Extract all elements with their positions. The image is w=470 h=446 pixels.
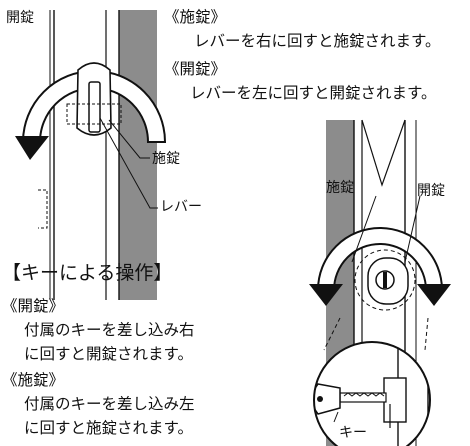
key-operation-title: 【キーによる操作】 (2, 262, 173, 284)
key-label: キー (339, 425, 367, 441)
unlock-label-cylinder: 開錠 (417, 183, 445, 199)
key-lock-line2: に回すと施錠されます。 (24, 419, 193, 437)
key-lock-line1: 付属のキーを差し込み左 (24, 395, 195, 413)
lever-knob (88, 81, 101, 133)
lever-label: レバー (160, 199, 202, 215)
arrow-head-right-icon (417, 284, 451, 306)
arrow-head-icon (15, 136, 49, 160)
unlock-label-top: 開錠 (6, 10, 34, 26)
key-lock-heading: 《施錠》 (2, 371, 65, 389)
lever-lock-figure (15, 10, 167, 300)
lever-lock-heading: 《施錠》 (164, 8, 227, 26)
lever-unlock-heading: 《開錠》 (164, 60, 227, 78)
lock-label-lever: 施錠 (152, 151, 180, 167)
key-unlock-heading: 《開錠》 (2, 297, 65, 315)
arrow-head-left-icon (309, 284, 343, 306)
key-cylinder-figure (309, 119, 451, 446)
lever-lock-text: レバーを右に回すと施錠されます。 (194, 32, 441, 50)
key-unlock-line1: 付属のキーを差し込み右 (24, 321, 195, 339)
key-unlock-line2: に回すと開錠されます。 (24, 345, 193, 363)
lock-label-cylinder: 施錠 (326, 180, 354, 196)
key-icon (314, 383, 341, 415)
lever-unlock-text: レバーを左に回すと開錠されます。 (190, 84, 437, 102)
